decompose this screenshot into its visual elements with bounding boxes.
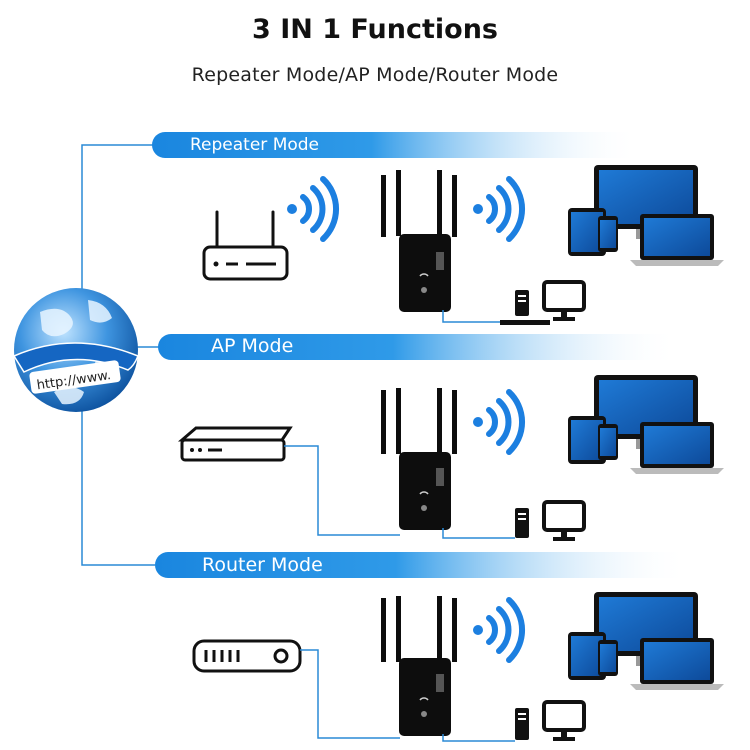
wifi-signal-icon: [473, 389, 525, 455]
page-title: 3 IN 1 Functions: [252, 14, 498, 45]
client-devices-icon: [568, 592, 724, 690]
ethernet-cable: [442, 734, 515, 742]
router-device-icon: [381, 596, 457, 736]
ap-mode-banner: [158, 334, 680, 360]
router-mode-label: Router Mode: [202, 554, 323, 576]
ap-mode-label: AP Mode: [211, 335, 294, 357]
isp-modem-icon: [192, 639, 302, 673]
desktop-pc-icon: [515, 500, 586, 541]
ethernet-cable: [284, 445, 400, 536]
page-subtitle: Repeater Mode/AP Mode/Router Mode: [191, 64, 559, 86]
wifi-signal-icon: [473, 176, 525, 242]
client-devices-icon: [568, 375, 724, 474]
router-mode-banner: [155, 552, 690, 578]
repeater-mode-label: Repeater Mode: [190, 135, 320, 155]
desktop-pc-icon: [515, 700, 586, 741]
ethernet-cable: [442, 310, 500, 323]
internet-globe-icon: http://www.: [12, 288, 139, 412]
desktop-pc-icon: [500, 280, 586, 325]
ethernet-cable: [300, 649, 400, 739]
wireless-router-icon: [202, 210, 289, 281]
client-devices-icon: [568, 165, 724, 266]
repeater-mode-banner: [152, 132, 640, 158]
wifi-signal-icon: [287, 176, 339, 242]
ap-device-icon: [381, 388, 457, 530]
modem-icon: [177, 426, 293, 462]
wifi-signal-icon: [473, 597, 525, 663]
repeater-device-icon: [381, 170, 457, 312]
ethernet-cable: [442, 528, 515, 539]
